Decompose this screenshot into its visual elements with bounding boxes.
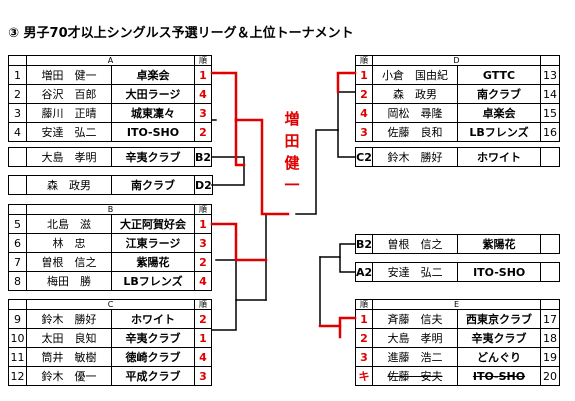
rank-cell: 4 [194,271,212,291]
rank-cell: 1 [194,65,212,85]
bracket-lines-left [211,119,267,331]
bracket-winning-path [210,71,290,262]
rank-cell: 3 [194,366,212,386]
bracket-winning-path-right [318,71,357,339]
rank-cell: 2 [194,122,212,142]
champion-name: 増 田 健 一 [282,108,302,208]
bracket-lines-right [295,91,356,327]
page-title: ③ 男子70才以上シングルス予選リーグ＆上位トーナメント [8,26,354,41]
